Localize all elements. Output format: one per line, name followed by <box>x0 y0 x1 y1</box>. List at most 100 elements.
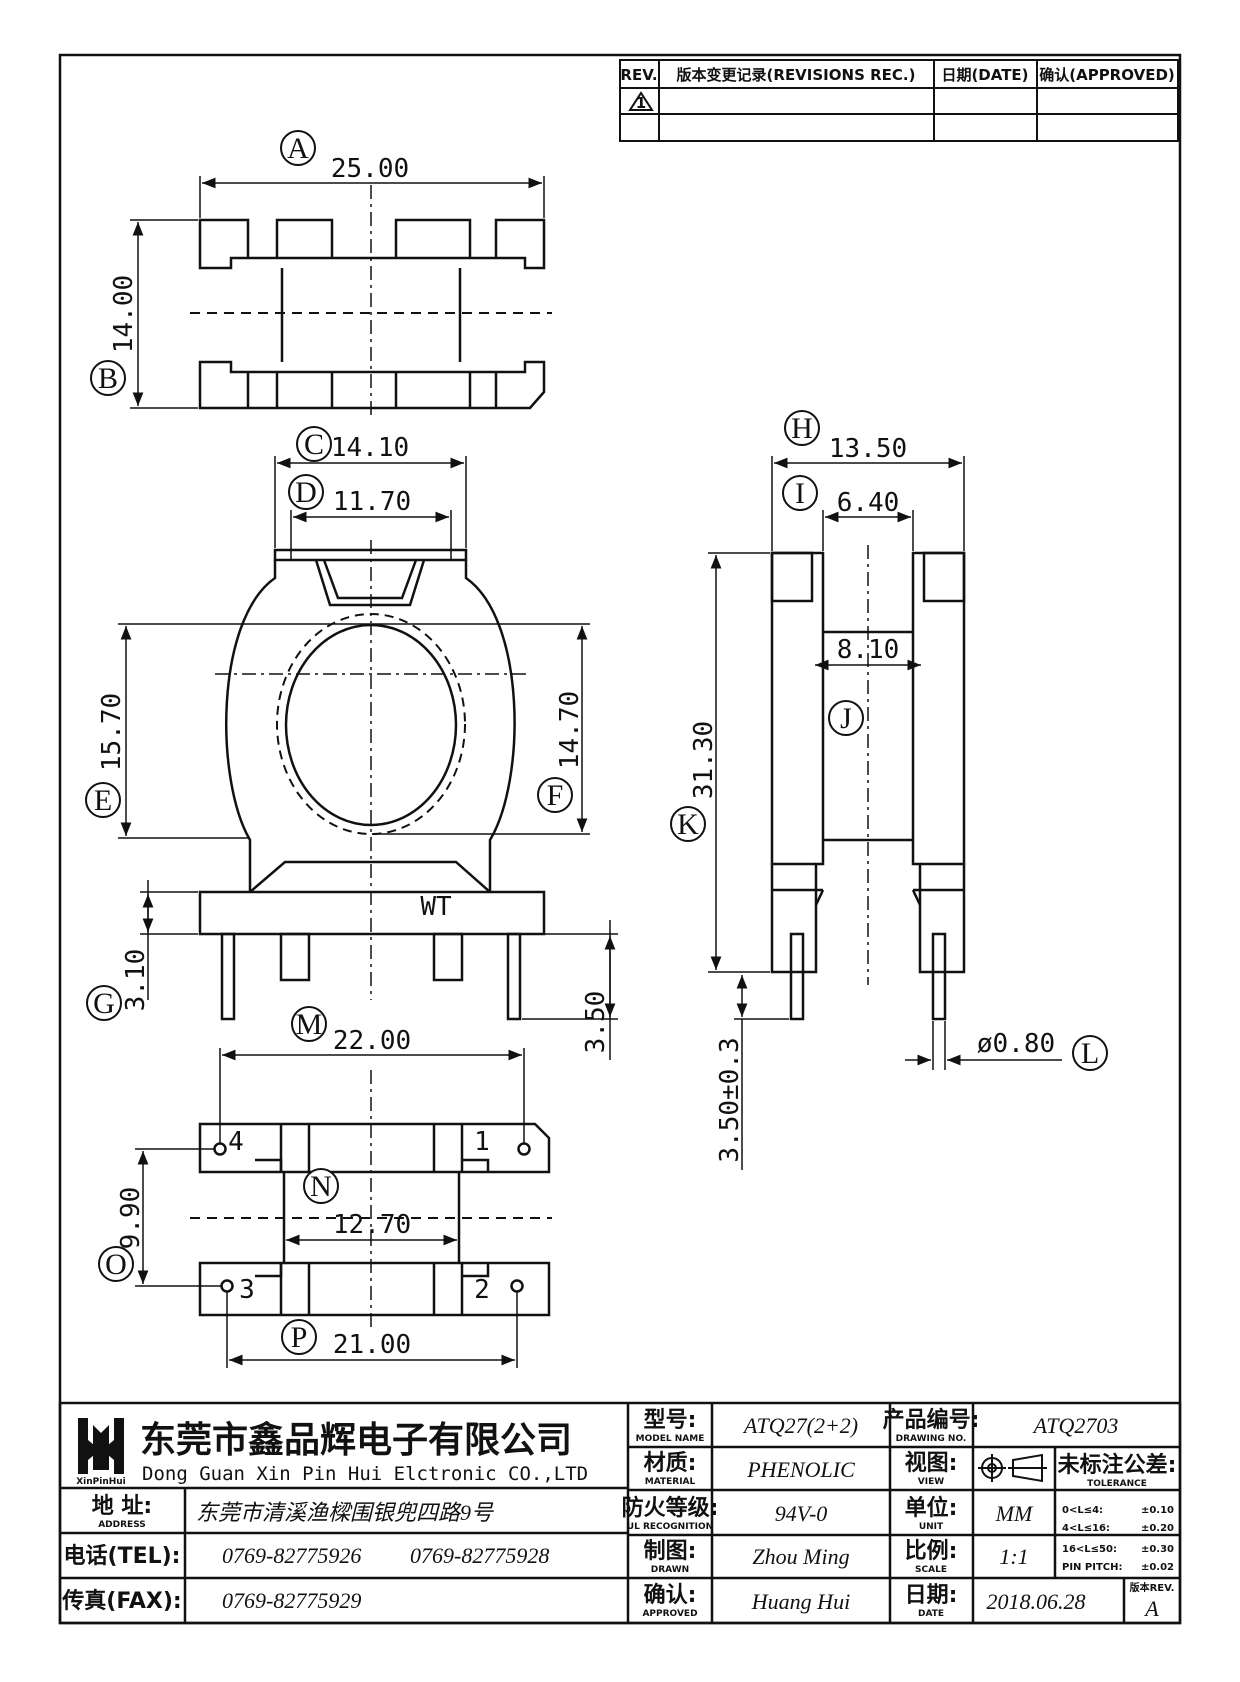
pin-label-4: 4 <box>228 1127 244 1157</box>
material-sub: MATERIAL <box>645 1477 696 1487</box>
drawing-no-sub: DRAWING NO. <box>896 1434 967 1444</box>
dim-G-value: 3.10 <box>121 949 151 1012</box>
record-header: 版本变更记录(REVISIONS REC.) <box>677 66 916 84</box>
svg-text:N: N <box>310 1170 332 1203</box>
fax-label: 传真(FAX): <box>61 1588 181 1614</box>
bubble-I: I <box>782 475 818 511</box>
drawn-label: 制图: <box>644 1539 697 1564</box>
tel-2-value: 0769-82775928 <box>410 1543 549 1568</box>
rev-triangle-icon: 1 <box>628 91 654 112</box>
pin-label-1: 1 <box>474 1127 490 1157</box>
company-name-en: Dong Guan Xin Pin Hui Elctronic CO.,LTD <box>142 1463 588 1485</box>
fax-value: 0769-82775929 <box>222 1588 361 1613</box>
drawn-value: Zhou Ming <box>752 1544 849 1569</box>
dim-B-value: 14.00 <box>109 275 139 353</box>
bubble-A: A <box>280 130 316 166</box>
projection-symbol-icon <box>978 1453 1047 1483</box>
bubble-L: L <box>1072 1035 1108 1071</box>
dim-H-value: 13.50 <box>829 434 907 464</box>
date-sub: DATE <box>918 1609 944 1619</box>
tel-1-value: 0769-82775926 <box>222 1543 361 1568</box>
version-value: A <box>1143 1596 1159 1621</box>
bubble-J: J <box>828 700 864 736</box>
dim-pin-length-tol-value: 3.50±0.3 <box>715 1037 745 1162</box>
svg-text:D: D <box>295 476 317 509</box>
dim-P <box>226 1292 518 1368</box>
bubble-F: F <box>537 777 573 813</box>
dim-H <box>771 456 965 551</box>
svg-text:H: H <box>791 412 813 445</box>
dim-K <box>708 552 770 973</box>
tol-range-1: 0<L≤4: <box>1062 1505 1103 1516</box>
dim-M-value: 22.00 <box>333 1026 411 1056</box>
svg-text:L: L <box>1081 1037 1099 1070</box>
rev-header: REV. <box>620 66 657 84</box>
bottom-view <box>198 1122 551 1317</box>
sheet-border <box>58 53 1182 1625</box>
material-label: 材质: <box>644 1451 697 1476</box>
view-sub: VIEW <box>918 1477 944 1487</box>
view-label: 视图: <box>905 1450 958 1476</box>
top-view <box>198 218 546 410</box>
dim-O <box>135 1148 221 1287</box>
svg-text:P: P <box>291 1321 308 1354</box>
bubble-C: C <box>296 426 332 462</box>
approved-label: 确认: <box>644 1582 697 1608</box>
dim-pin-length-tol <box>734 975 789 1170</box>
tol-range-2: 4<L≤16: <box>1062 1523 1110 1534</box>
dim-L <box>905 1021 1062 1070</box>
dim-I <box>822 510 914 551</box>
drawing-no-label: 产品编号: <box>883 1407 980 1433</box>
bubble-D: D <box>288 474 324 510</box>
unit-value: MM <box>995 1501 1034 1526</box>
dim-L-value: ø0.80 <box>977 1029 1055 1059</box>
ul-sub: UL RECOGNITION <box>627 1522 713 1532</box>
bubble-P: P <box>281 1319 317 1355</box>
ul-value: 94V-0 <box>775 1501 828 1526</box>
svg-text:1: 1 <box>636 94 646 112</box>
tol-value-3: ±0.30 <box>1141 1544 1174 1555</box>
svg-text:E: E <box>94 784 112 817</box>
drawn-sub: DRAWN <box>651 1565 689 1575</box>
bubble-N: N <box>303 1168 339 1204</box>
model-value: ATQ27(2+2) <box>742 1413 858 1438</box>
unit-label: 单位: <box>905 1495 958 1521</box>
dim-F-value: 14.70 <box>555 691 585 769</box>
bubble-H: H <box>784 410 820 446</box>
dim-M <box>219 1048 525 1143</box>
tol-range-3: 16<L≤50: <box>1062 1544 1117 1555</box>
dim-G <box>140 880 198 1000</box>
svg-text:J: J <box>840 702 852 735</box>
dim-D-value: 11.70 <box>333 487 411 517</box>
logo-text: XinPinHui <box>76 1477 126 1487</box>
svg-text:C: C <box>304 428 324 461</box>
svg-text:O: O <box>105 1248 127 1281</box>
dim-A <box>199 176 545 218</box>
scale-value: 1:1 <box>999 1544 1028 1569</box>
model-label: 型号: <box>644 1408 697 1433</box>
bubble-E: E <box>85 782 121 818</box>
svg-text:A: A <box>287 132 309 165</box>
tol-value-1: ±0.10 <box>1141 1505 1174 1516</box>
company-name-cn: 东莞市鑫品辉电子有限公司 <box>140 1420 572 1461</box>
dim-E-value: 15.70 <box>97 693 127 771</box>
bubble-G: G <box>86 985 122 1021</box>
ul-label: 防火等级: <box>622 1495 719 1521</box>
tol-value-2: ±0.20 <box>1141 1523 1174 1534</box>
title-block <box>58 1401 1182 1625</box>
dim-I-value: 6.40 <box>837 488 900 518</box>
date-label: 日期: <box>905 1583 958 1608</box>
tol-value-4: ±0.02 <box>1141 1562 1174 1573</box>
dim-A-value: 25.00 <box>331 154 409 184</box>
address-label: 地 址: <box>92 1494 152 1519</box>
date-header: 日期(DATE) <box>941 66 1028 84</box>
approved-sub: APPROVED <box>642 1609 697 1619</box>
dim-K-value: 31.30 <box>689 721 719 799</box>
dim-D <box>290 510 452 560</box>
svg-text:G: G <box>93 987 115 1020</box>
dim-O-value: 9.90 <box>116 1187 146 1250</box>
svg-text:M: M <box>296 1008 323 1041</box>
company-logo <box>78 1418 124 1474</box>
front-view <box>198 548 546 1021</box>
